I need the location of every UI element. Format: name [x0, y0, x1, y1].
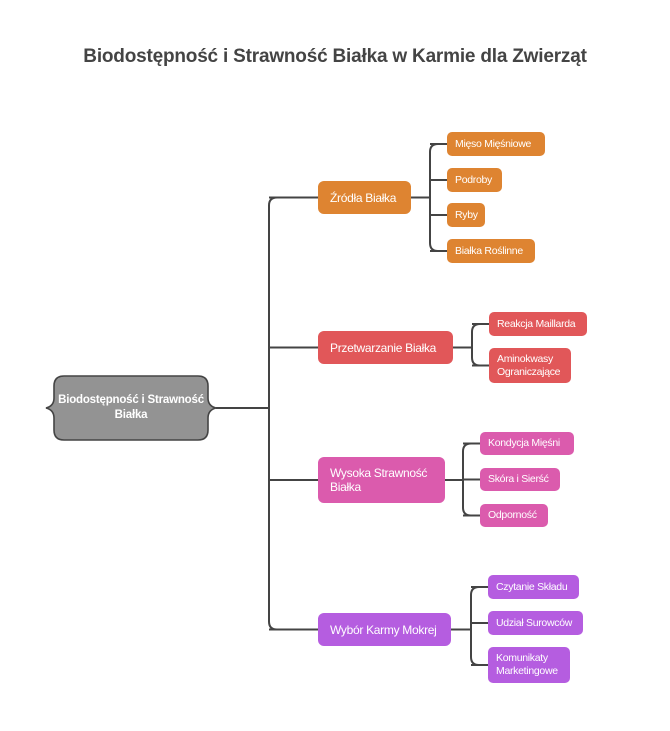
branch-label: Przetwarzanie Białka	[330, 340, 437, 355]
leaf-label: Odporność	[488, 509, 537, 521]
leaf-label: Czytanie Składu	[496, 580, 568, 593]
branch-label: Wybór Karmy Mokrej	[330, 622, 437, 637]
leaf-label: Mięso Mięśniowe	[455, 137, 532, 150]
leaf-node[interactable]: Skóra i Sierść	[480, 468, 560, 491]
leaf-label: Udział Surowców	[496, 616, 573, 629]
sub-trunk	[470, 586, 488, 666]
sub-trunk	[429, 143, 447, 252]
leaf-label: Skóra i Sierść	[488, 473, 549, 485]
leaf-node[interactable]: Aminokwasy Ograniczające	[489, 348, 571, 383]
sub-trunk	[471, 323, 489, 367]
leaf-node[interactable]: Odporność	[480, 504, 548, 527]
leaf-label: Aminokwasy Ograniczające	[497, 352, 561, 378]
leaf-label: Kondycja Mięśni	[488, 437, 560, 449]
root-node-shape	[45, 375, 217, 441]
branch-node-high-digestibility[interactable]: Wysoka Strawność Białka	[318, 457, 445, 503]
branch-label: Wysoka Strawność Białka	[330, 466, 428, 494]
leaf-label: Ryby	[455, 208, 478, 221]
branch-node-wet-food-choice[interactable]: Wybór Karmy Mokrej	[318, 613, 451, 646]
branch-label: Źródła Białka	[330, 190, 397, 205]
leaf-label: Podroby	[455, 173, 493, 186]
leaf-node[interactable]: Podroby	[447, 168, 502, 192]
root-node-label: Biodostępność i Strawność Białka	[58, 394, 204, 421]
main-trunk	[268, 196, 317, 631]
leaf-label: Reakcja Maillarda	[497, 317, 576, 330]
leaf-node[interactable]: Białka Roślinne	[447, 239, 535, 263]
leaf-node[interactable]: Udział Surowców	[488, 611, 583, 635]
leaf-label: Komunikaty Marketingowe	[496, 652, 558, 677]
leaf-node[interactable]: Ryby	[447, 203, 485, 227]
leaf-label: Białka Roślinne	[455, 244, 523, 257]
branch-node-protein-sources[interactable]: Źródła Białka	[318, 181, 411, 214]
leaf-node[interactable]: Czytanie Składu	[488, 575, 579, 599]
branch-node-protein-processing[interactable]: Przetwarzanie Białka	[318, 331, 453, 364]
root-node[interactable]: Biodostępność i Strawność Białka	[48, 376, 214, 440]
leaf-node[interactable]: Komunikaty Marketingowe	[488, 647, 570, 683]
leaf-node[interactable]: Reakcja Maillarda	[489, 312, 587, 336]
leaf-node[interactable]: Mięso Mięśniowe	[447, 132, 545, 156]
diagram-title: Biodostępność i Strawność Białka w Karmi…	[83, 46, 587, 67]
leaf-node[interactable]: Kondycja Mięśni	[480, 432, 574, 455]
